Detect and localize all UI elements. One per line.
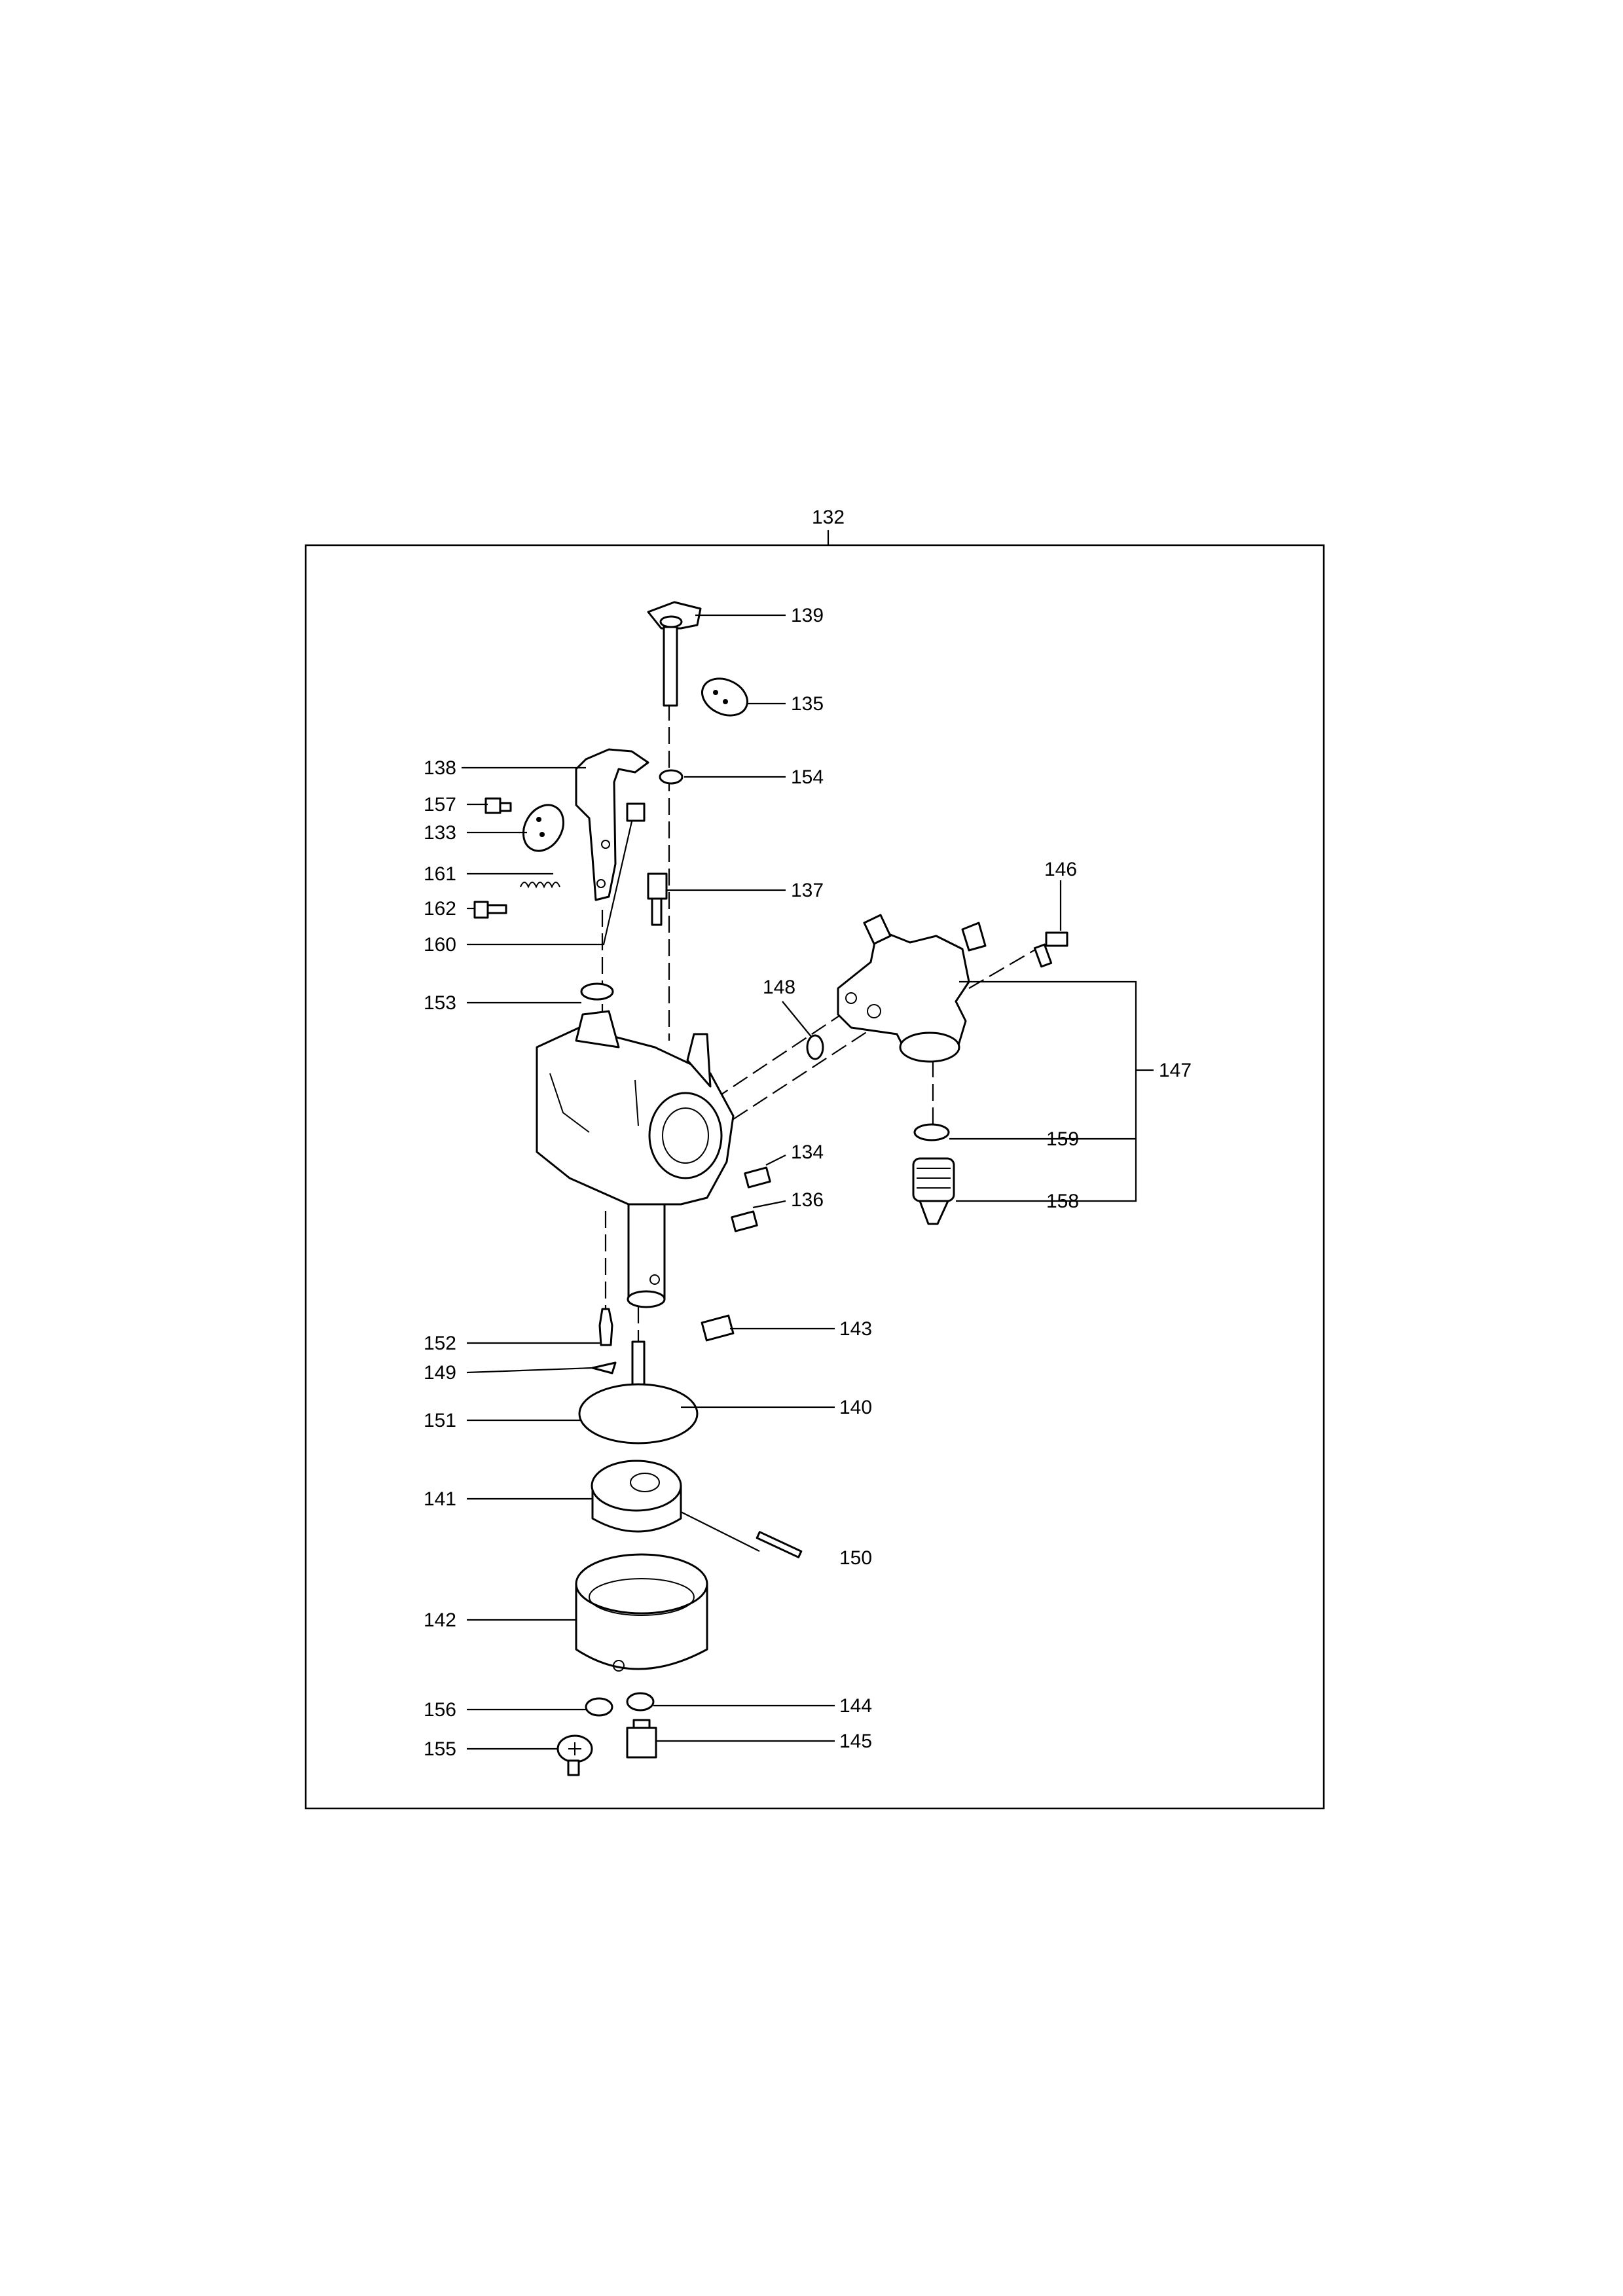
callout-137[interactable]: 137: [791, 880, 824, 901]
callout-157[interactable]: 157: [424, 794, 456, 816]
callout-145[interactable]: 145: [839, 1731, 872, 1752]
callout-160[interactable]: 160: [424, 934, 456, 956]
gasket-151: [578, 1383, 699, 1444]
o-ring-153: [580, 982, 614, 1001]
callout-140[interactable]: 140: [839, 1397, 872, 1418]
pilot-screw-137: [647, 872, 668, 926]
main-jet-143: [701, 1314, 735, 1342]
callout-158[interactable]: 158: [1046, 1191, 1079, 1212]
callout-150[interactable]: 150: [839, 1547, 872, 1569]
screw-162: [473, 901, 507, 919]
float-bowl-142: [575, 1553, 708, 1672]
o-ring-148: [806, 1034, 824, 1060]
callout-151[interactable]: 151: [424, 1410, 456, 1431]
assembly-frame: [304, 544, 1325, 1810]
washer-154: [659, 769, 684, 785]
callout-162[interactable]: 162: [424, 898, 456, 920]
o-ring-159: [913, 1123, 950, 1141]
float-pin-150: [756, 1531, 803, 1558]
carburetor-body: [536, 1010, 735, 1308]
callout-149[interactable]: 149: [424, 1362, 456, 1384]
spring-161: [520, 882, 560, 889]
callout-139[interactable]: 139: [791, 605, 824, 626]
callout-159[interactable]: 159: [1046, 1128, 1079, 1150]
callout-135[interactable]: 135: [791, 693, 824, 715]
washer-156: [585, 1697, 613, 1717]
callout-154[interactable]: 154: [791, 766, 824, 788]
screw-146: [1033, 931, 1068, 968]
washer-144: [626, 1692, 655, 1712]
choke-lever: [575, 748, 649, 901]
jet-136: [731, 1210, 758, 1232]
callout-156[interactable]: 156: [424, 1699, 456, 1721]
screw-157: [484, 797, 512, 814]
needle-152: [598, 1308, 613, 1346]
callout-153[interactable]: 153: [424, 992, 456, 1014]
callout-144[interactable]: 144: [839, 1695, 872, 1717]
callout-155[interactable]: 155: [424, 1738, 456, 1760]
throttle-plate: [701, 677, 748, 717]
fuel-valve-assembly: [837, 914, 987, 1063]
callout-161[interactable]: 161: [424, 863, 456, 885]
clip-149: [591, 1361, 617, 1374]
callout-147[interactable]: 147: [1159, 1060, 1192, 1081]
callout-142[interactable]: 142: [424, 1609, 456, 1631]
callout-141[interactable]: 141: [424, 1488, 456, 1510]
float-141: [591, 1460, 682, 1533]
clip-160: [626, 802, 646, 822]
callout-133[interactable]: 133: [424, 822, 456, 844]
sediment-cup-158: [912, 1157, 955, 1225]
drain-screw-155: [556, 1734, 593, 1776]
choke-plate: [522, 804, 564, 852]
callout-152[interactable]: 152: [424, 1333, 456, 1354]
jet-134: [744, 1166, 771, 1189]
callout-143[interactable]: 143: [839, 1318, 872, 1340]
callout-134[interactable]: 134: [791, 1141, 824, 1163]
assembly-label[interactable]: 132: [812, 507, 845, 528]
callout-146[interactable]: 146: [1044, 859, 1077, 880]
bolt-145: [626, 1719, 657, 1759]
callout-136[interactable]: 136: [791, 1189, 824, 1211]
callout-148[interactable]: 148: [763, 977, 795, 998]
callout-138[interactable]: 138: [424, 757, 456, 779]
throttle-shaft: [647, 601, 702, 707]
